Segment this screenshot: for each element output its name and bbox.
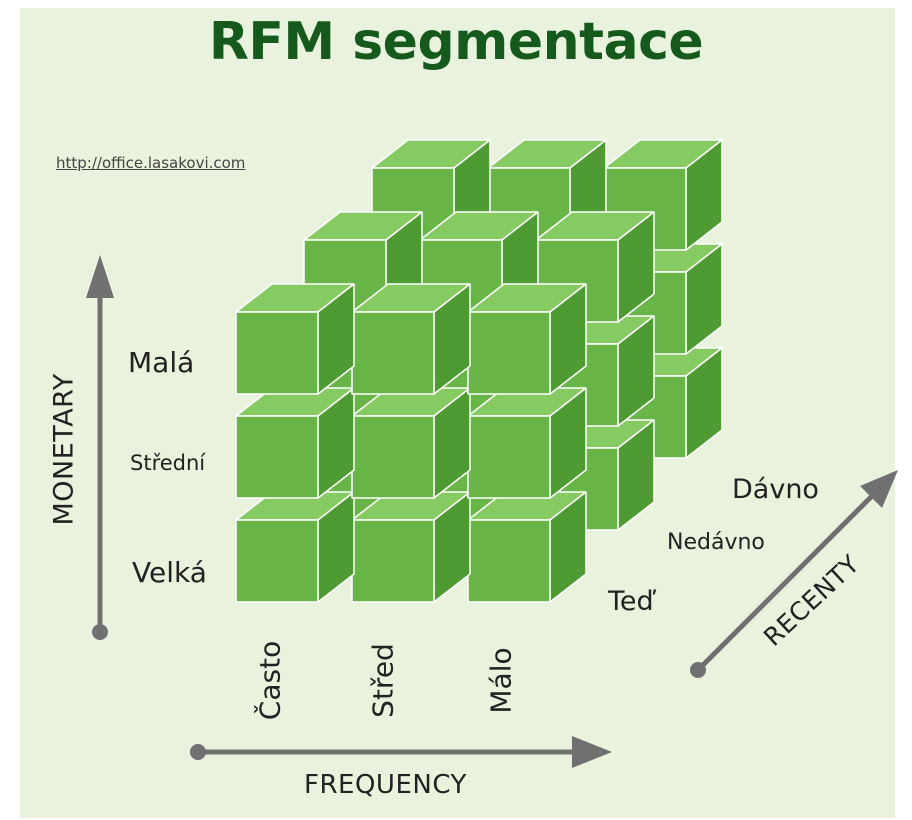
frequency-level-malo: Málo (484, 647, 518, 714)
recency-level-ted: Teď (608, 586, 654, 617)
cube-grid (235, 139, 723, 603)
recency-level-davno: Dávno (732, 474, 819, 505)
cube-front-face-0-2-2 (467, 519, 551, 603)
source-link[interactable]: http://office.lasakovi.com (56, 154, 246, 172)
cube-front-face-0-1-0 (235, 415, 319, 499)
frequency-level-stred: Střed (366, 643, 400, 718)
cube-front-face-0-2-1 (351, 519, 435, 603)
cube-front-face-0-0-0 (235, 311, 319, 395)
monetary-level-stredni: Střední (130, 451, 206, 475)
cube-front-face-0-0-2 (467, 311, 551, 395)
cube-front-face-0-1-2 (467, 415, 551, 499)
cube-front-face-0-2-0 (235, 519, 319, 603)
monetary-level-velka: Velká (132, 556, 207, 589)
recency-axis-arrow (690, 470, 898, 678)
diagram-title: RFM segmentace (208, 12, 704, 72)
cube-front-face-0-1-1 (351, 415, 435, 499)
monetary-level-mala: Malá (128, 346, 195, 379)
frequency-axis-arrow (190, 736, 612, 768)
monetary-axis-arrow (86, 255, 114, 640)
monetary-axis-title: MONETARY (48, 373, 80, 526)
frequency-axis-title: FREQUENCY (304, 770, 467, 800)
cube-front-face-0-0-1 (351, 311, 435, 395)
frequency-level-casto: Často (253, 640, 287, 721)
recency-level-nedavno: Nedávno (667, 530, 765, 555)
